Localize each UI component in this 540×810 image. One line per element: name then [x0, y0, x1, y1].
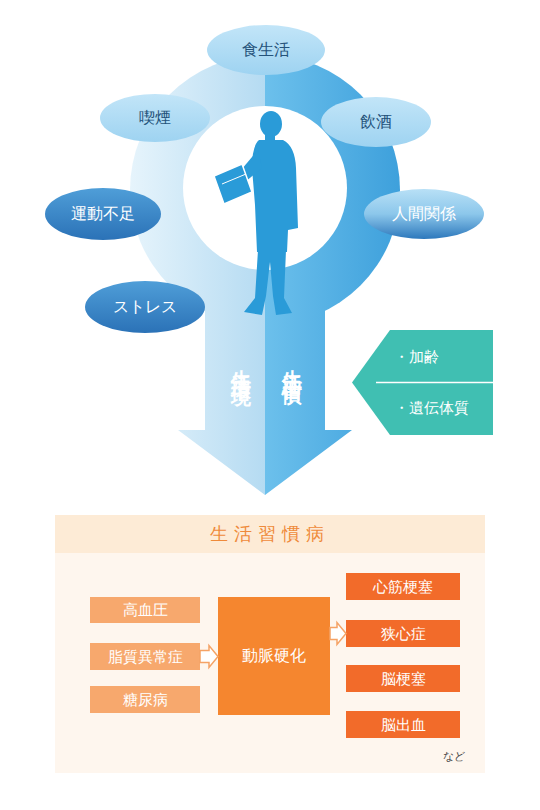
person-legs	[244, 250, 292, 315]
factor-ellipse: 飲酒	[321, 97, 431, 147]
panel-heading: 生活習慣病	[55, 515, 485, 553]
arrow-right-half	[265, 290, 352, 495]
factor-pentagon: ・加齢・遺伝体質	[352, 330, 493, 435]
paper-line	[222, 174, 246, 184]
vertical-label: 生活習慣	[279, 354, 306, 374]
result-box: 脳梗塞	[346, 665, 460, 692]
result-box: 心筋梗塞	[346, 573, 460, 600]
node-label: 動脈硬化	[242, 646, 306, 665]
node-label: 脂質異常症	[108, 648, 183, 666]
factor-ellipse: 運動不足	[45, 188, 161, 240]
ellipse-fill	[207, 25, 325, 75]
node-label: 運動不足	[71, 204, 135, 223]
node-label: 糖尿病	[123, 691, 168, 709]
divider-line	[376, 382, 493, 384]
node-label: 狭心症	[381, 625, 426, 643]
cause-box: 糖尿病	[90, 686, 200, 713]
cause-box: 脂質異常症	[90, 643, 200, 670]
node-label: ストレス	[113, 297, 177, 316]
ellipse-fill	[321, 97, 431, 147]
node-label: ・遺伝体質	[394, 397, 489, 419]
node-label: 脳出血	[381, 716, 426, 734]
factor-ellipse: 人間関係	[364, 189, 484, 239]
central-box: 動脈硬化	[218, 597, 330, 715]
pentagon-outline	[352, 330, 493, 435]
result-box: 脳出血	[346, 711, 460, 738]
ring-hole	[183, 106, 347, 270]
node-label: 食生活	[242, 40, 290, 59]
ring-right-half	[265, 55, 400, 325]
ellipse-fill	[45, 188, 161, 240]
pentagon-fill	[352, 330, 493, 435]
node-label: 喫煙	[139, 108, 171, 127]
ellipse-fill	[100, 94, 210, 142]
person-head	[260, 111, 282, 137]
factor-ellipse: ストレス	[85, 281, 205, 333]
factor-ellipse: 食生活	[207, 25, 325, 75]
node-label: 飲酒	[360, 112, 392, 131]
result-box: 狭心症	[346, 620, 460, 647]
factor-ellipse: 喫煙	[100, 94, 210, 142]
disease-panel: 生活習慣病高血圧脂質異常症糖尿病 動脈硬化 心筋梗塞狭心症脳梗塞脳出血	[55, 515, 485, 773]
node-label: 高血圧	[123, 601, 168, 619]
node-label: 脳梗塞	[381, 670, 426, 688]
person-papers	[214, 164, 252, 204]
note-text: など	[443, 749, 465, 764]
node-label: ・加齢	[394, 346, 489, 368]
vertical-label: 生活環境	[228, 354, 255, 374]
node-label: 心筋梗塞	[373, 578, 433, 596]
cause-box: 高血圧	[90, 597, 200, 623]
ellipse-fill	[364, 189, 484, 239]
ellipse-fill	[85, 281, 205, 333]
node-label: 人間関係	[392, 204, 456, 223]
